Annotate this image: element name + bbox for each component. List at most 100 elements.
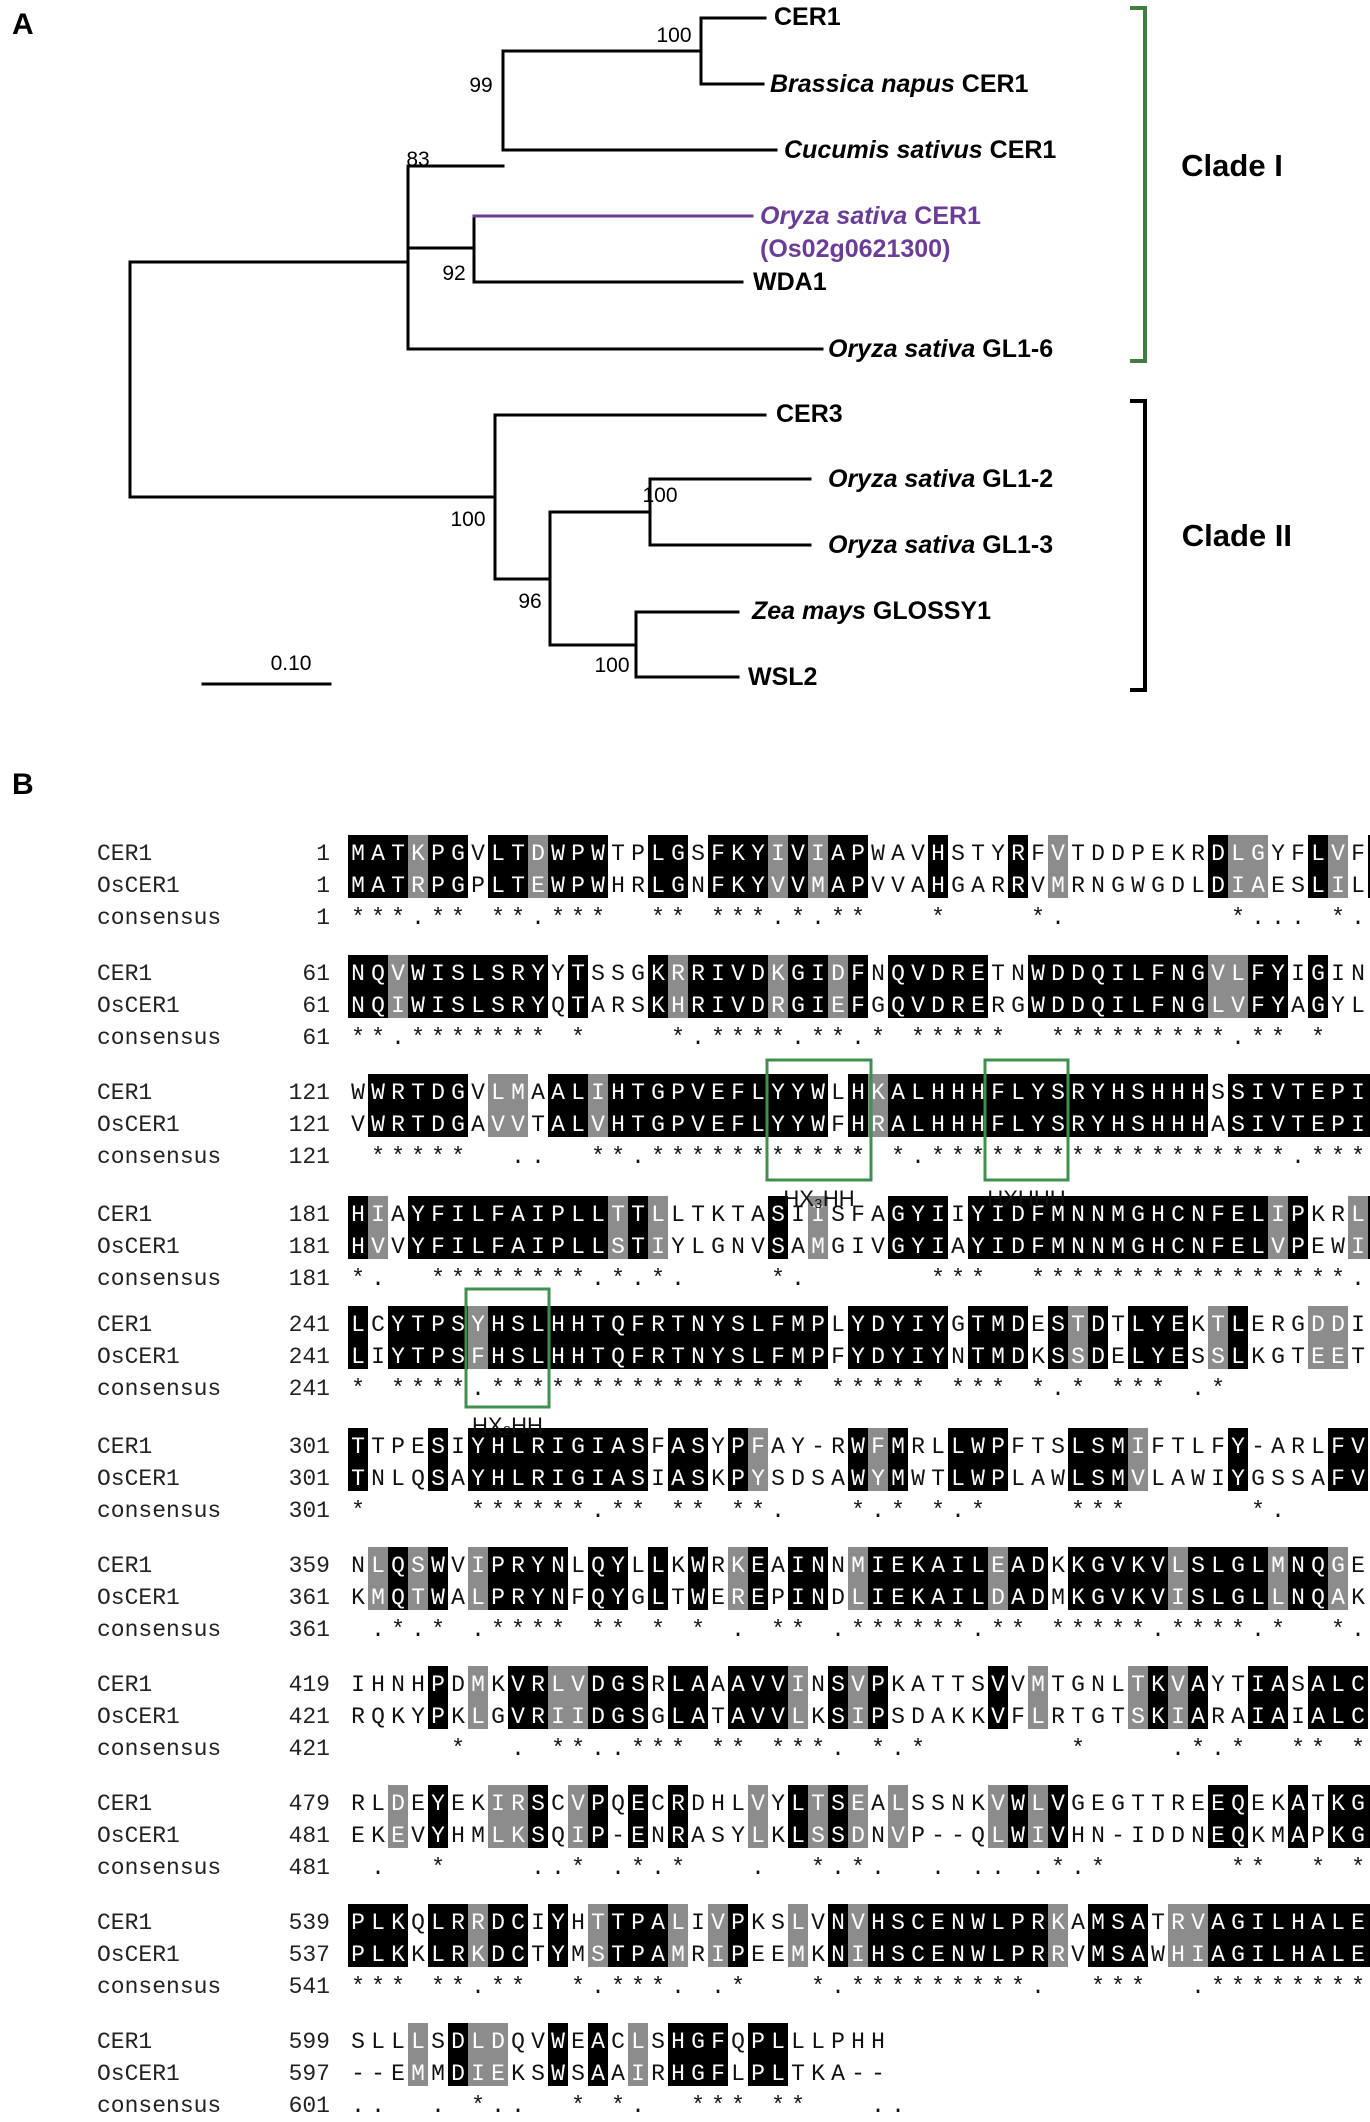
residue-shade	[848, 1666, 868, 1729]
residue-shade	[1008, 1547, 1028, 1610]
residue-shade	[408, 955, 428, 1018]
taxon-label-part: CER1	[983, 136, 1057, 164]
residue: S	[1051, 1434, 1065, 1460]
residue: L	[511, 1434, 525, 1460]
residue: I	[1251, 1942, 1265, 1968]
residue-shade	[968, 1547, 988, 1610]
residue: F	[651, 1434, 665, 1460]
residue: L	[591, 1234, 605, 1260]
residue: N	[811, 1585, 825, 1611]
residue: Y	[531, 1585, 545, 1611]
residue: V	[1131, 1466, 1145, 1492]
residue-shade	[508, 835, 528, 898]
residue: W	[971, 1466, 985, 1492]
residue-shade	[588, 1306, 608, 1369]
residue: -	[951, 1823, 965, 1849]
residue: L	[1331, 1942, 1345, 1968]
consensus-mark: *	[1291, 1974, 1305, 2000]
residue: Y	[1211, 1672, 1225, 1698]
residue: T	[511, 841, 525, 867]
residue: S	[891, 1910, 905, 1936]
consensus-mark: .	[471, 1974, 485, 2000]
residue: -	[371, 2061, 385, 2087]
residue: E	[1311, 1344, 1325, 1370]
residue-shade	[748, 1547, 768, 1610]
residue: V	[751, 1672, 765, 1698]
residue-shade	[1168, 1904, 1188, 1967]
residue: A	[1311, 1910, 1325, 1936]
residue: T	[1151, 1910, 1165, 1936]
residue: L	[571, 1234, 585, 1260]
residue: F	[1211, 1234, 1225, 1260]
residue-shade	[608, 1666, 628, 1729]
residue: L	[351, 1344, 365, 1370]
residue-shade	[668, 1785, 688, 1848]
consensus-mark: *	[351, 1025, 365, 1051]
residue: F	[851, 993, 865, 1019]
residue-shade	[1328, 1666, 1348, 1729]
residue-shade	[688, 1547, 708, 1610]
residue: G	[1191, 961, 1205, 987]
consensus-mark: *	[1071, 1736, 1085, 1762]
residue: F	[1031, 1234, 1045, 1260]
residue: P	[591, 1823, 605, 1849]
residue-shade	[1148, 1074, 1168, 1137]
residue: Q	[391, 1553, 405, 1579]
consensus-mark: *	[411, 1144, 425, 1170]
residue-shade	[1308, 955, 1328, 1018]
residue-shade	[588, 1074, 608, 1137]
consensus-mark: *	[551, 1376, 565, 1402]
residue: M	[1111, 1466, 1125, 1492]
residue: Y	[1271, 841, 1285, 867]
sequence-name: OsCER1	[97, 1344, 180, 1370]
consensus-mark: *	[1211, 1025, 1225, 1051]
residue: A	[611, 1466, 625, 1492]
residue: T	[1071, 1312, 1085, 1338]
residue: S	[591, 961, 605, 987]
residue: Q	[731, 2029, 745, 2055]
residue-shade	[688, 1306, 708, 1369]
sequence-name: CER1	[97, 2029, 152, 2055]
residue-shade	[968, 955, 988, 1018]
consensus-mark: *	[1231, 1144, 1245, 1170]
residue: W	[371, 1112, 385, 1138]
residue: I	[551, 1704, 565, 1730]
residue-shade	[1068, 1306, 1088, 1369]
residue: S	[1091, 1434, 1105, 1460]
residue: T	[791, 2061, 805, 2087]
residue: K	[671, 1553, 685, 1579]
residue: H	[1071, 1823, 1085, 1849]
residue: P	[751, 2061, 765, 2087]
consensus-mark: *	[631, 1376, 645, 1402]
residue-shade	[668, 1074, 688, 1137]
consensus-mark: *	[1251, 1498, 1265, 1524]
residue: Y	[891, 1344, 905, 1370]
residue-shade	[1108, 1074, 1128, 1137]
residue: G	[631, 961, 645, 987]
residue: M	[431, 2061, 445, 2087]
residue-shade	[828, 1785, 848, 1848]
residue: K	[1331, 1791, 1345, 1817]
residue: F	[431, 1202, 445, 1228]
residue: Y	[391, 1312, 405, 1338]
residue-shade	[1208, 1196, 1228, 1259]
residue: Y	[551, 961, 565, 987]
residue: E	[1151, 841, 1165, 867]
residue: L	[651, 1202, 665, 1228]
residue: E	[751, 1553, 765, 1579]
residue-shade	[1288, 1785, 1308, 1848]
consensus-mark: *	[611, 2093, 625, 2119]
residue: W	[371, 1080, 385, 1106]
residue: D	[1111, 841, 1125, 867]
residue: S	[611, 1234, 625, 1260]
residue-shade	[488, 2023, 508, 2086]
residue: P	[991, 1466, 1005, 1492]
residue-shade	[388, 1904, 408, 1967]
residue: S	[451, 993, 465, 1019]
residue-shade	[368, 1074, 388, 1137]
sequence-name: CER1	[97, 1910, 152, 1936]
residue: T	[571, 993, 585, 1019]
consensus-mark: *	[851, 1498, 865, 1524]
residue: S	[931, 1791, 945, 1817]
residue-shade	[1168, 1196, 1188, 1259]
